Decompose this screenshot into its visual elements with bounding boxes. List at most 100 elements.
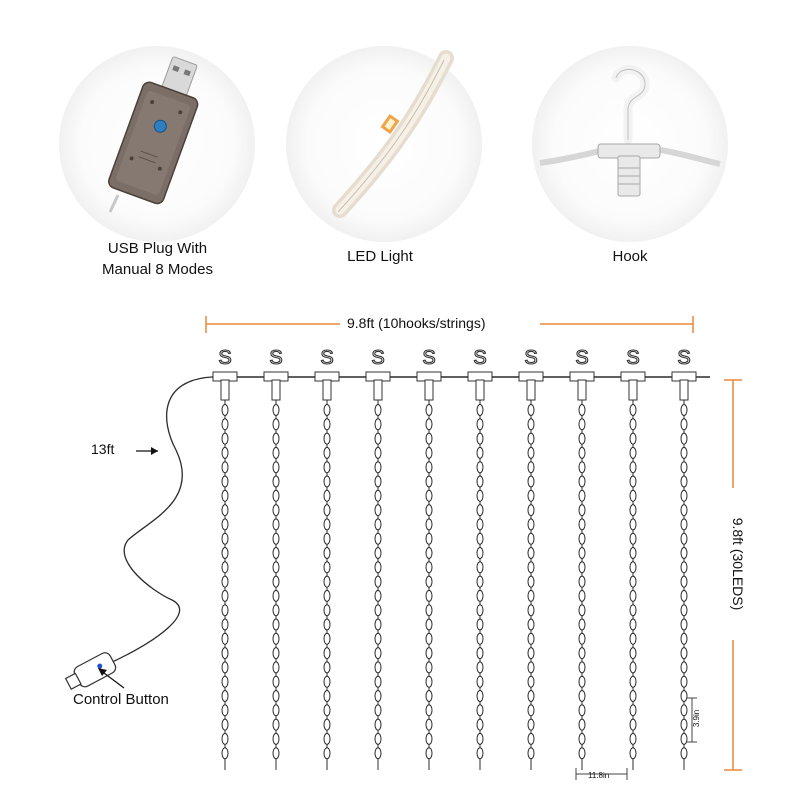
led-bulb (629, 418, 637, 431)
hook-s-icon: S (473, 347, 486, 369)
led-bulb (476, 518, 484, 531)
light-string: S (416, 346, 442, 770)
led-bulb (578, 432, 586, 445)
led-bulb (374, 547, 382, 559)
led-bulb (476, 475, 484, 488)
led-bulb (680, 446, 688, 459)
height-dimension (724, 379, 742, 771)
led-bulb (374, 446, 382, 459)
led-bulb (527, 589, 535, 602)
led-bulb (578, 690, 586, 702)
led-bulb (680, 475, 688, 488)
led-bulb (221, 475, 229, 488)
led-bulb (629, 432, 637, 445)
string-spacing-measure (575, 768, 628, 780)
light-string: S (212, 346, 238, 770)
led-bulb (476, 704, 484, 717)
led-bulb (323, 604, 331, 617)
led-bulb (527, 547, 535, 559)
led-bulb (527, 647, 535, 660)
led-bulb (476, 675, 484, 688)
led-bulb (629, 747, 637, 760)
led-bulb (476, 532, 484, 545)
hook-s-icon: S (575, 347, 588, 369)
led-bulb (680, 561, 688, 574)
led-bulb (374, 489, 382, 502)
led-bulb (425, 604, 433, 617)
led-bulb (323, 518, 331, 531)
led-bulb (272, 432, 280, 445)
led-bulb (680, 418, 688, 431)
led-bulb (578, 747, 586, 760)
led-bulb (374, 647, 382, 660)
led-bulb (578, 661, 586, 674)
led-bulb (323, 404, 331, 416)
light-string: S (314, 346, 340, 770)
led-light-photo (286, 46, 482, 242)
led-bulb (527, 618, 535, 631)
led-bulb (629, 461, 637, 474)
light-string: S (671, 346, 697, 770)
hook-s-icon: S (320, 347, 333, 369)
led-bulb (425, 690, 433, 702)
usb-plug-caption-line2: Manual 8 Modes (102, 261, 213, 278)
led-bulb (476, 604, 484, 617)
led-bulb (374, 561, 382, 574)
led-bulb (221, 418, 229, 431)
led-bulb (629, 404, 637, 416)
hook-connector-stem (475, 379, 485, 401)
width-dimension (205, 316, 694, 333)
led-bulb (680, 489, 688, 502)
led-bulb (680, 461, 688, 474)
led-bulb (221, 690, 229, 702)
led-bulb (272, 704, 280, 717)
led-bulb (527, 675, 535, 688)
led-bulb (374, 675, 382, 688)
led-bulb (323, 475, 331, 488)
led-bulb (578, 618, 586, 631)
led-bulb (578, 561, 586, 574)
led-bulb (629, 489, 637, 502)
led-bulb (578, 589, 586, 602)
led-bulb (221, 561, 229, 574)
led-bulb (323, 618, 331, 631)
led-bulb (272, 518, 280, 531)
led-bulb (629, 732, 637, 745)
led-bulb (374, 532, 382, 545)
led-bulb (425, 675, 433, 688)
led-bulb (374, 475, 382, 488)
led-bulb (221, 575, 229, 588)
hook-icon (539, 65, 721, 197)
led-bulb (527, 518, 535, 531)
led-bulb (527, 704, 535, 717)
led-bulb (323, 561, 331, 574)
led-bulb (680, 432, 688, 445)
led-bulb (578, 604, 586, 617)
led-bulb (323, 547, 331, 559)
led-bulb (527, 475, 535, 488)
led-bulb (272, 504, 280, 517)
led-bulb (476, 690, 484, 702)
led-bulb (221, 675, 229, 688)
led-bulb (629, 532, 637, 545)
led-bulb (425, 732, 433, 745)
led-bulb (221, 532, 229, 545)
led-bulb (272, 404, 280, 416)
hook-s-icon: S (269, 347, 282, 369)
led-bulb (272, 604, 280, 617)
led-bulb (323, 732, 331, 745)
led-bulb (272, 675, 280, 688)
led-bulb (425, 475, 433, 488)
hook-s-icon: S (422, 347, 435, 369)
led-bulb (578, 404, 586, 416)
led-bulb (476, 432, 484, 445)
light-string: S (569, 346, 595, 770)
led-bulb (527, 632, 535, 645)
led-bulb (374, 718, 382, 731)
led-bulb (221, 632, 229, 645)
led-bulb (578, 718, 586, 731)
led-bulb (425, 561, 433, 574)
led-bulb (272, 418, 280, 431)
led-bulb (629, 589, 637, 602)
